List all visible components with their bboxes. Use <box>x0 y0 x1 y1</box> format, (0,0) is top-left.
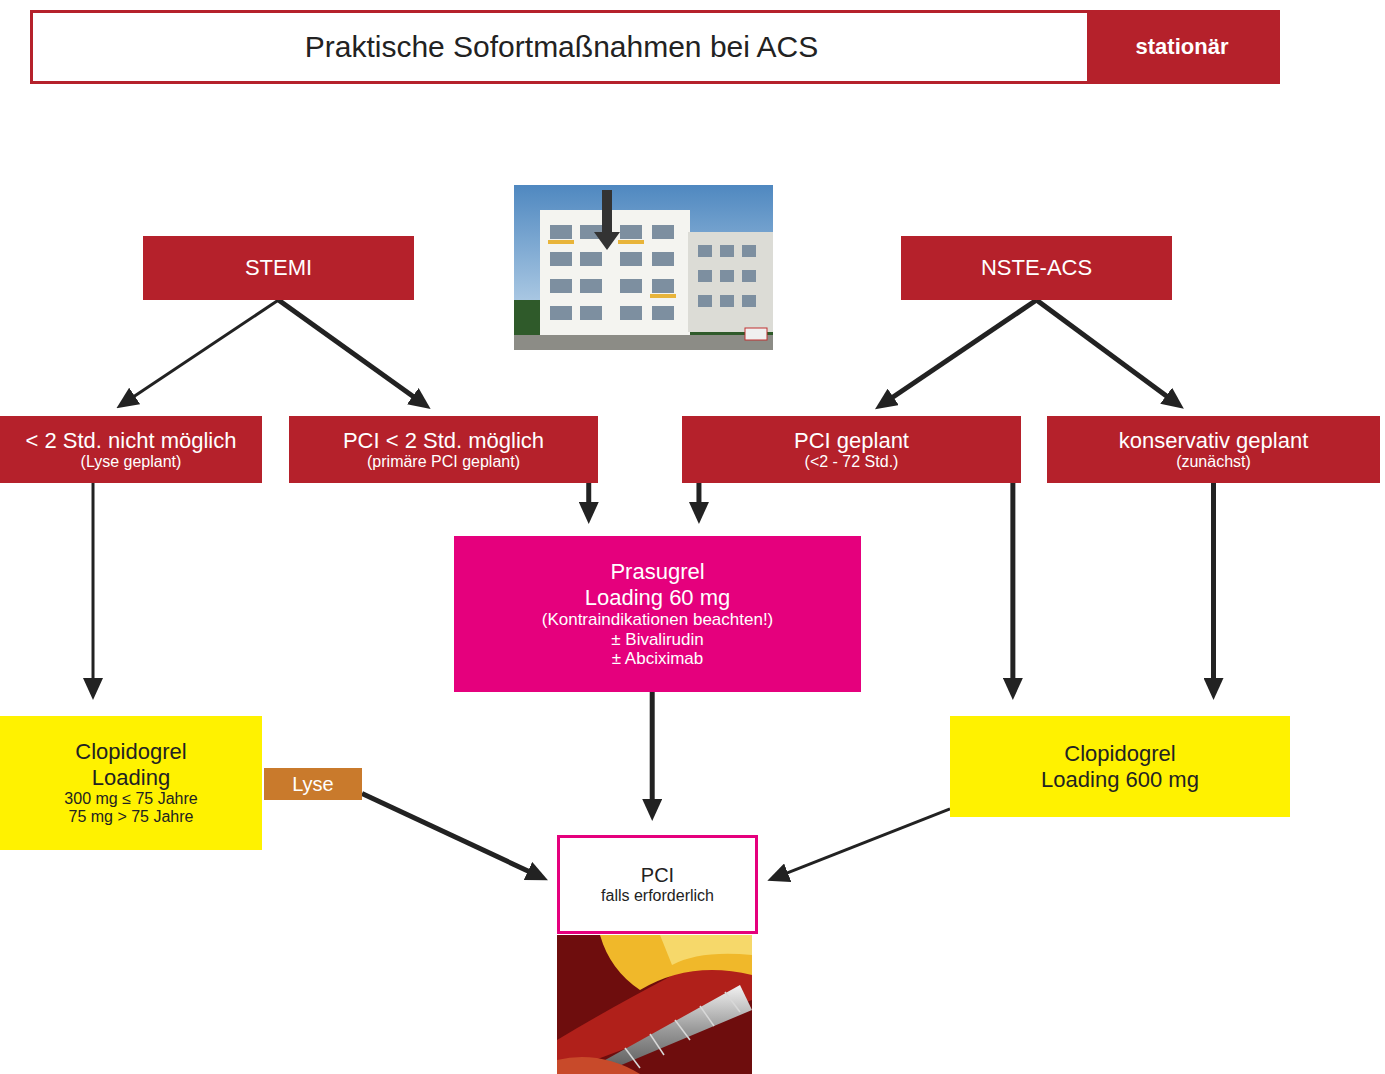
diagram-title: Praktische Sofortmaßnahmen bei ACS <box>33 13 1090 81</box>
decision-box: PCI < 2 Std. möglich(primäre PCI geplant… <box>289 416 598 483</box>
building-windows <box>550 225 756 320</box>
box-note: 75 mg > 75 Jahre <box>69 808 194 826</box>
arrow-symbol <box>594 190 620 250</box>
decision-box: < 2 Std. nicht möglich(Lyse geplant) <box>0 416 262 483</box>
box-heading: Clopidogrel Loading <box>56 739 206 790</box>
connector-arrow <box>586 483 591 512</box>
box-note: 300 mg ≤ 75 Jahre <box>64 790 197 808</box>
connector-arrow <box>696 483 701 512</box>
box-heading: Clopidogrel Loading 600 mg <box>1033 741 1208 792</box>
building-main <box>540 210 690 335</box>
building-wing <box>688 232 773 332</box>
connector-arrow <box>1010 483 1015 688</box>
vessel-lumen <box>557 1057 640 1074</box>
box-note: (primäre PCI geplant) <box>367 453 520 471</box>
box-heading: Prasugrel Loading 60 mg <box>578 559 738 610</box>
box-note: (Kontraindikationen beachten!) <box>542 610 774 630</box>
box-heading: konservativ geplant <box>1119 428 1309 453</box>
connector-arrow <box>1211 483 1216 688</box>
ambulance <box>745 328 767 340</box>
connector-arrow <box>650 692 655 809</box>
connector-arrow <box>126 300 278 402</box>
connector-arrow <box>778 809 950 877</box>
connector-arrow <box>92 483 95 688</box>
box-note: (<2 - 72 Std.) <box>805 453 899 471</box>
box-note: (Lyse geplant) <box>81 453 182 471</box>
photo-sky <box>514 185 773 350</box>
box-heading: STEMI <box>245 255 312 280</box>
box-note: (zunächst) <box>1176 453 1251 471</box>
connector-arrow <box>362 794 537 876</box>
building-awnings <box>548 240 676 298</box>
category-box: STEMI <box>143 236 414 300</box>
plaque <box>600 935 752 990</box>
medication-box: Clopidogrel Loading300 mg ≤ 75 Jahre75 m… <box>0 716 262 850</box>
hospital-photo <box>514 185 773 350</box>
medication-box: Prasugrel Loading 60 mg(Kontraindikation… <box>454 536 861 692</box>
lysis-tag: Lyse <box>264 768 362 800</box>
stent-illustration <box>557 935 752 1074</box>
box-note: ± Abciximab <box>612 649 704 669</box>
title-bar: Praktische Sofortmaßnahmen bei ACS stati… <box>30 10 1280 84</box>
category-box: NSTE-ACS <box>901 236 1172 300</box>
decision-box: konservativ geplant(zunächst) <box>1047 416 1380 483</box>
connector-arrow <box>1037 300 1175 402</box>
vessel-ground <box>557 935 752 1074</box>
procedure-box: PCIfalls erforderlich <box>557 835 758 934</box>
box-heading: Lyse <box>292 773 334 796</box>
box-heading: PCI <box>641 864 674 887</box>
medication-box: Clopidogrel Loading 600 mg <box>950 716 1290 817</box>
section-label: stationär <box>1136 34 1229 60</box>
stent-mesh <box>600 992 740 1074</box>
connector-arrow <box>885 300 1037 403</box>
decision-box: PCI geplant(<2 - 72 Std.) <box>682 416 1021 483</box>
box-note: falls erforderlich <box>601 887 714 905</box>
plaque-light <box>660 935 752 965</box>
vessel-wall <box>557 935 752 1074</box>
box-heading: PCI < 2 Std. möglich <box>343 428 544 453</box>
box-note: ± Bivalirudin <box>611 630 703 650</box>
box-heading: PCI geplant <box>794 428 909 453</box>
box-heading: NSTE-ACS <box>981 255 1092 280</box>
connector-arrow <box>279 300 421 402</box>
photo-ground <box>514 335 773 350</box>
title-tab: stationär <box>1087 13 1277 81</box>
box-heading: < 2 Std. nicht möglich <box>26 428 237 453</box>
